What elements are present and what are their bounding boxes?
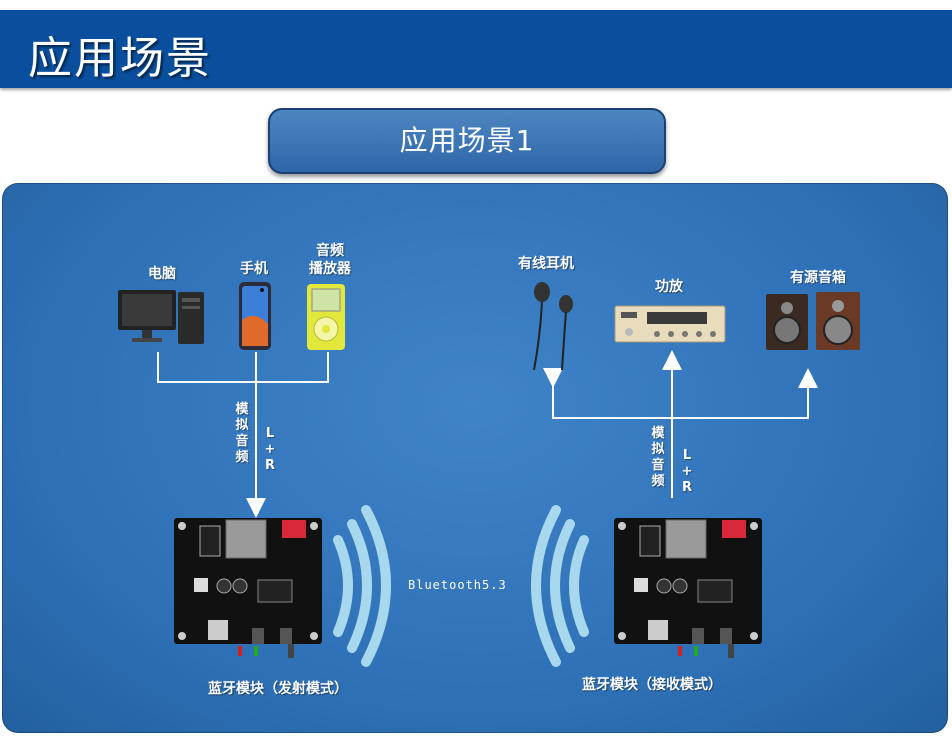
sink-label-amplifier: 功放 bbox=[655, 279, 683, 295]
phone-icon bbox=[239, 282, 271, 350]
left-channel-label: L+R bbox=[264, 426, 276, 473]
transmitter-board-icon bbox=[174, 518, 322, 658]
receiver-module-label: 蓝牙模块（接收模式） bbox=[582, 677, 722, 693]
receiver-board-icon bbox=[614, 518, 762, 658]
receive-wave-icon bbox=[531, 505, 589, 667]
sink-bus-line bbox=[543, 368, 818, 419]
earphones-icon bbox=[533, 282, 573, 371]
diagram-panel bbox=[2, 183, 948, 733]
sink-label-speakers: 有源音箱 bbox=[790, 270, 846, 286]
source-label-player-line1: 音频 bbox=[316, 243, 344, 259]
right-signal-type-label: 模拟音频 bbox=[651, 426, 665, 489]
left-signal-type-label: 模拟音频 bbox=[235, 402, 249, 465]
mp3-player-icon bbox=[307, 284, 345, 350]
right-channel-label: L+R bbox=[681, 448, 693, 495]
header-bar: 应用场景 bbox=[0, 10, 952, 88]
scene-title: 应用场景1 bbox=[399, 124, 535, 157]
source-bus-line bbox=[157, 352, 329, 383]
computer-icon bbox=[118, 290, 204, 344]
source-label-phone: 手机 bbox=[240, 261, 268, 277]
speakers-icon bbox=[766, 292, 860, 350]
transmitter-module-label: 蓝牙模块（发射模式） bbox=[208, 681, 348, 697]
bluetooth-link-label: Bluetooth5.3 bbox=[408, 578, 507, 592]
source-label-player-line2: 播放器 bbox=[309, 261, 351, 277]
page-title: 应用场景 bbox=[28, 33, 212, 84]
source-label-computer: 电脑 bbox=[148, 266, 176, 282]
amplifier-icon bbox=[614, 305, 726, 343]
scene-title-pill: 应用场景1 bbox=[268, 108, 666, 174]
sink-label-earphones: 有线耳机 bbox=[518, 256, 574, 272]
transmit-wave-icon bbox=[333, 505, 391, 667]
